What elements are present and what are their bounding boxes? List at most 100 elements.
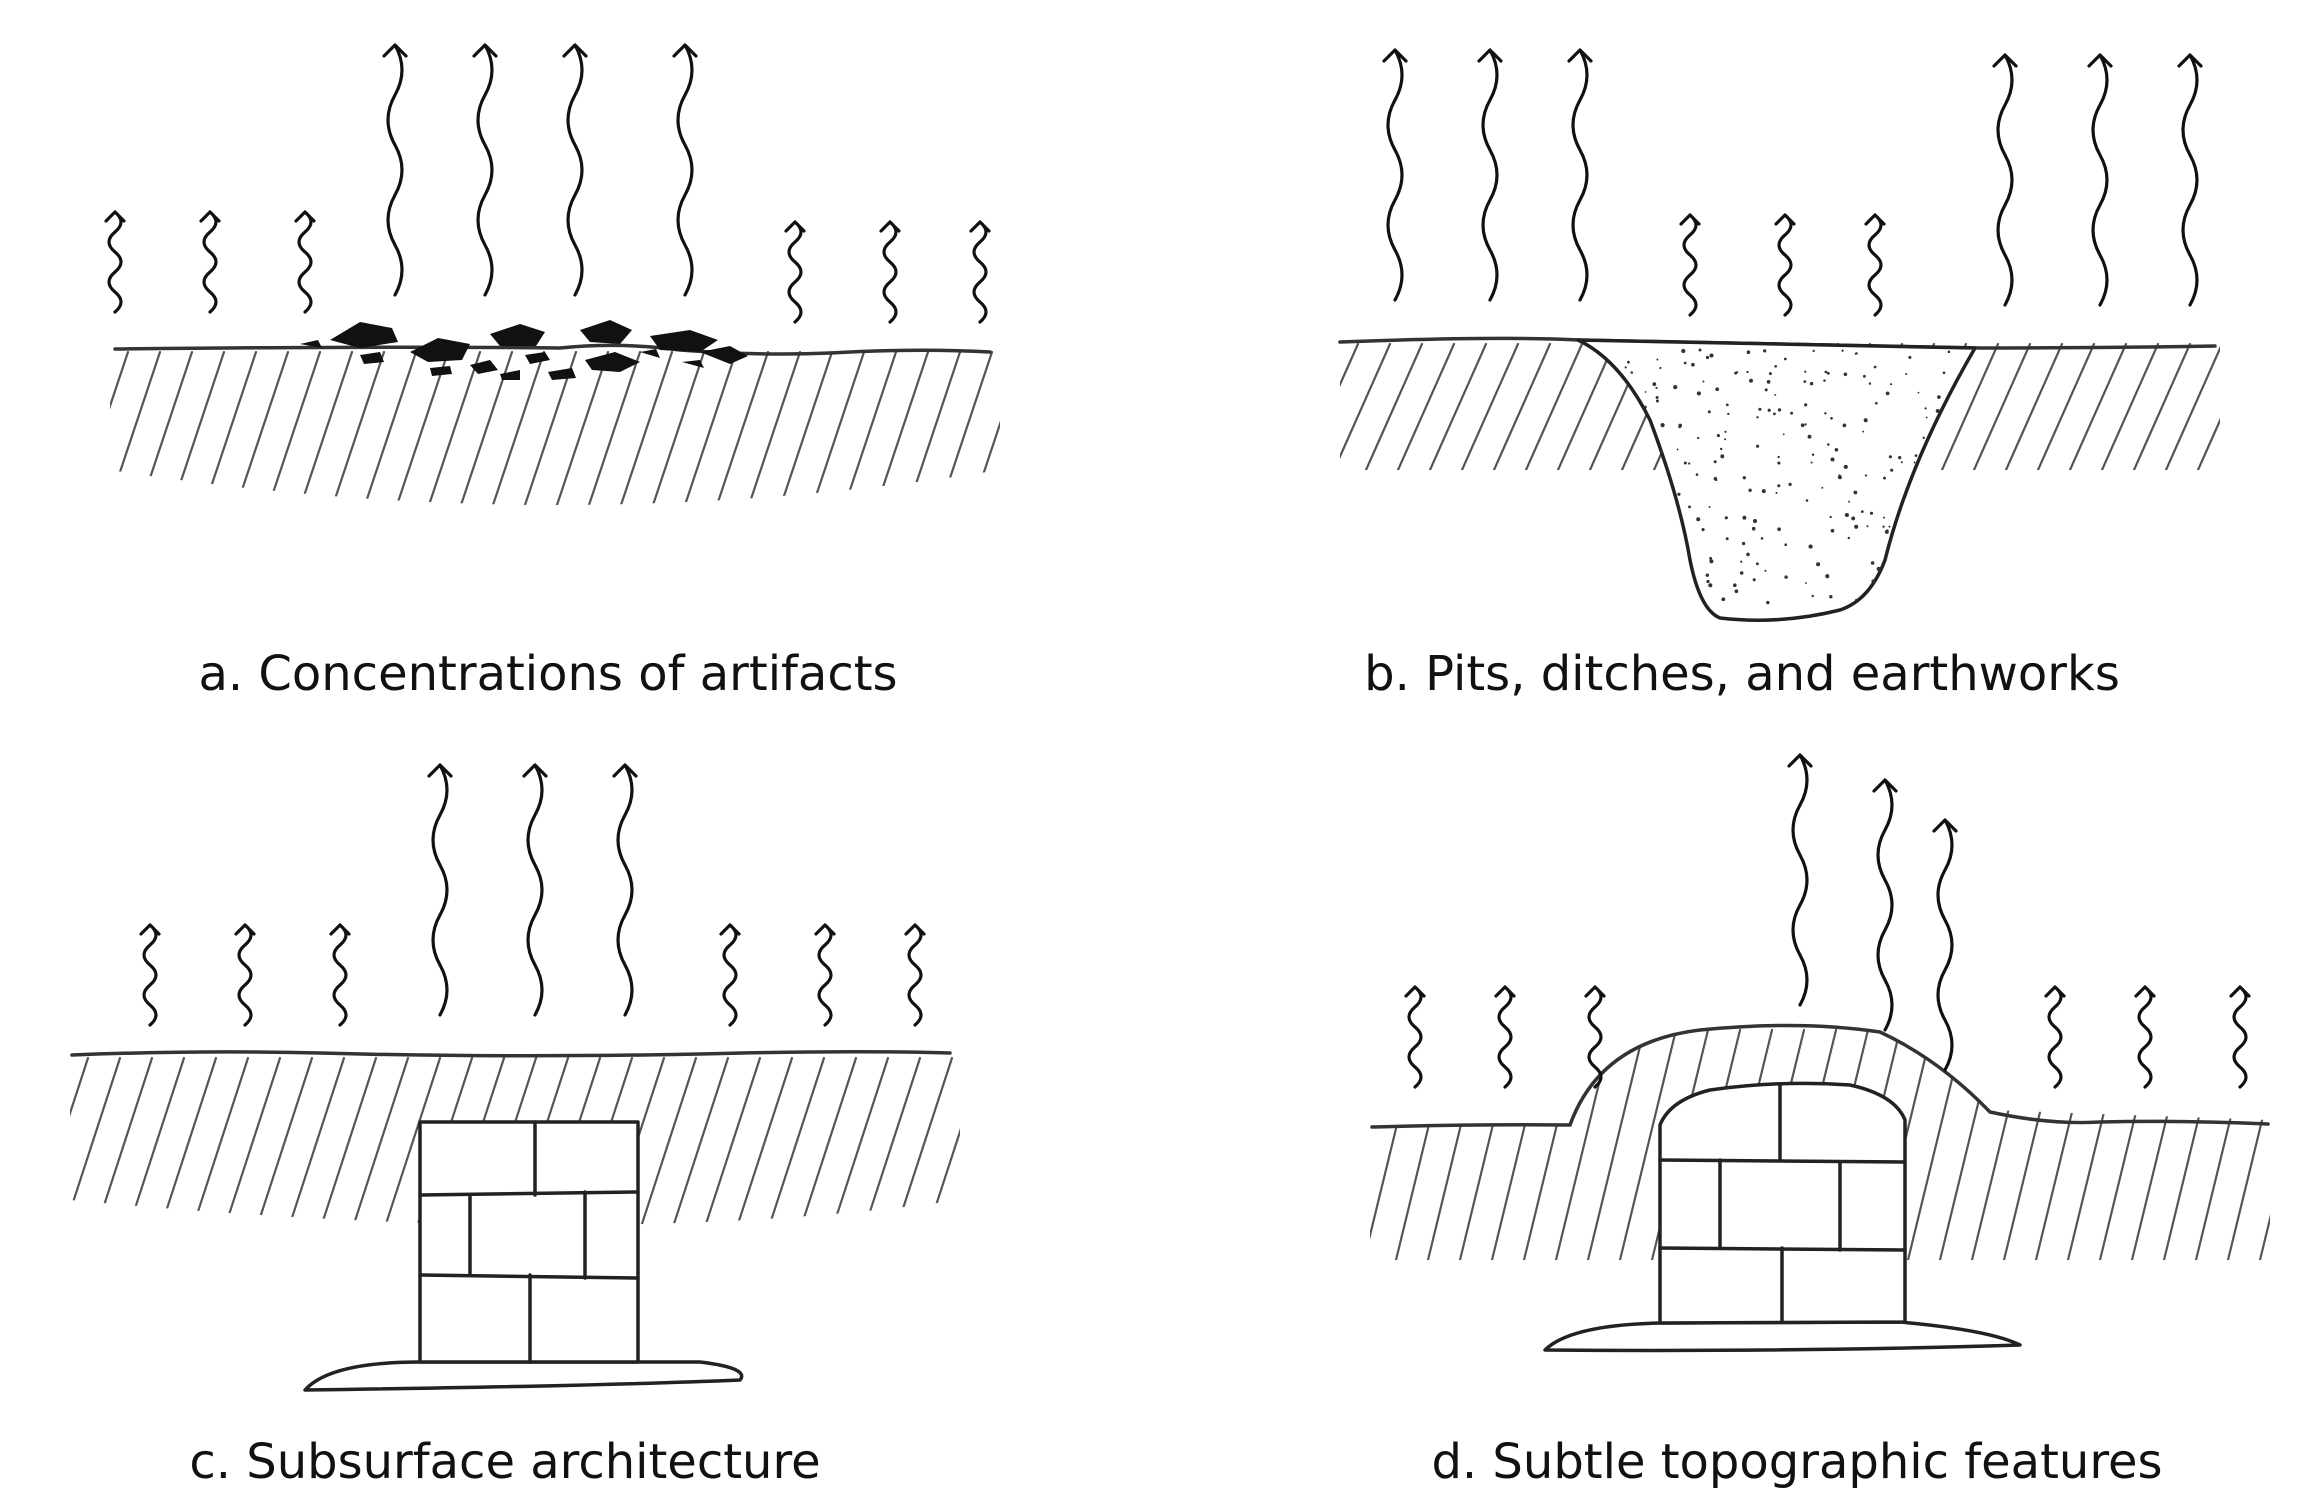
hatch-line [1524, 342, 1584, 470]
stipple-dot [1644, 391, 1647, 393]
stipple-dot [1733, 583, 1737, 587]
thermal-emission-arrows-c [139, 763, 926, 1027]
stipple-dot [1790, 411, 1794, 415]
stipple-dot [1777, 408, 1782, 412]
weak-wave-arrow [1494, 985, 1516, 1089]
hatch-line [2226, 1028, 2270, 1260]
stipple-dot [1870, 561, 1875, 565]
hatch-line [1940, 342, 2000, 470]
stipple-dot [1725, 537, 1729, 541]
stipple-dot [1748, 488, 1752, 493]
stipple-dot [1652, 382, 1657, 386]
stipple-dot [1804, 370, 1807, 373]
strong-wave-arrow [2177, 53, 2203, 307]
thermal-emission-arrows-a [104, 43, 991, 324]
stipple-dot [1742, 515, 1747, 520]
hatch-line [518, 350, 578, 505]
stipple-dot [1863, 418, 1868, 423]
stipple-dot [1812, 349, 1815, 353]
hatch-line [1458, 1028, 1518, 1260]
hatch-line [742, 350, 802, 505]
stipple-dot [1883, 516, 1886, 519]
panel-b: b. Pits, ditches, and earthworks [1338, 48, 2220, 702]
stipple-dot [1777, 455, 1780, 459]
hatch-line [390, 350, 450, 505]
stipple-dot [1830, 416, 1833, 420]
stipple-dot [1829, 515, 1832, 519]
weak-wave-arrow [2229, 985, 2251, 1089]
hatch-line [1970, 1028, 2030, 1260]
hatch-line [806, 350, 866, 505]
hatch-line [734, 1056, 794, 1225]
stipple-dot [1882, 525, 1885, 528]
stipple-dot [1773, 412, 1776, 416]
stipple-dot [1705, 355, 1710, 360]
stipple-dot [1854, 352, 1857, 355]
artifact-scatter [300, 320, 748, 380]
stipple-dot [1824, 412, 1827, 415]
stipple-dot [1677, 492, 1681, 496]
weak-wave-arrow [2044, 985, 2066, 1089]
hatch-line [2196, 342, 2220, 470]
strong-wave-arrow [1567, 48, 1593, 302]
weak-wave-arrow [2134, 985, 2156, 1089]
stipple-dot [1942, 371, 1946, 375]
stipple-dot [1800, 423, 1805, 428]
hatch-line [262, 350, 322, 505]
stipple-dot [1821, 486, 1824, 489]
hatch-line [70, 1056, 122, 1225]
weak-wave-arrow [1774, 213, 1796, 317]
stipple-dot [1688, 505, 1691, 509]
stipple-dot [1816, 562, 1821, 567]
weak-wave-arrow [1404, 985, 1426, 1089]
stipple-dot [1749, 378, 1753, 383]
stipple-dot [1873, 365, 1877, 369]
stipple-dot [1869, 511, 1874, 515]
stipple-dot [1825, 574, 1830, 579]
stipple-dot [1908, 355, 1912, 359]
weak-wave-arrow [904, 923, 926, 1027]
weak-wave-arrow [784, 220, 806, 324]
stipple-dot [1655, 386, 1658, 389]
stipple-dot [1725, 403, 1729, 407]
panel-d: d. Subtle topographic features [1370, 753, 2270, 1490]
stipple-dot [1843, 464, 1848, 469]
hatch-line [2162, 1028, 2222, 1260]
stipple-dot [1721, 597, 1726, 602]
stipple-dot [1757, 445, 1760, 448]
hatch-line [1426, 1028, 1486, 1260]
stipple-dot [1777, 527, 1781, 532]
stipple-dot [1888, 455, 1892, 459]
strong-wave-arrow [427, 763, 453, 1017]
stipple-dot [1697, 436, 1700, 440]
weak-wave-arrow [199, 210, 221, 314]
hatch-line [486, 350, 546, 505]
stipple-dot [1864, 474, 1868, 477]
hatch-line [2034, 1028, 2094, 1260]
hatch-line [670, 1056, 730, 1225]
stipple-dot [1676, 448, 1679, 451]
strong-wave-arrow [672, 43, 698, 297]
hatch-line [222, 1056, 282, 1225]
stipple-dot [1715, 479, 1718, 482]
stipple-dot [1768, 372, 1772, 376]
stipple-dot [1702, 380, 1705, 383]
stipple-dot [1746, 370, 1749, 374]
stipple-dot [1655, 399, 1659, 403]
stipple-dot [1760, 537, 1764, 540]
stipple-dot [1807, 434, 1812, 439]
stipple-dot [1691, 362, 1695, 367]
stipple-dot [1889, 383, 1893, 386]
stipple-dot [1777, 484, 1781, 488]
stipple-dot [1709, 559, 1714, 564]
hatch-line [254, 1056, 314, 1225]
hatch-line [894, 1056, 954, 1225]
hatch-line [2068, 342, 2128, 470]
stipple-dot [1809, 381, 1814, 386]
stipple-dot [1746, 350, 1751, 355]
stipple-dot [1900, 461, 1903, 464]
hatch-line [638, 1056, 698, 1225]
stipple-dot [1707, 410, 1711, 414]
hatch-line [2066, 1028, 2126, 1260]
stipple-dot [1740, 560, 1743, 563]
